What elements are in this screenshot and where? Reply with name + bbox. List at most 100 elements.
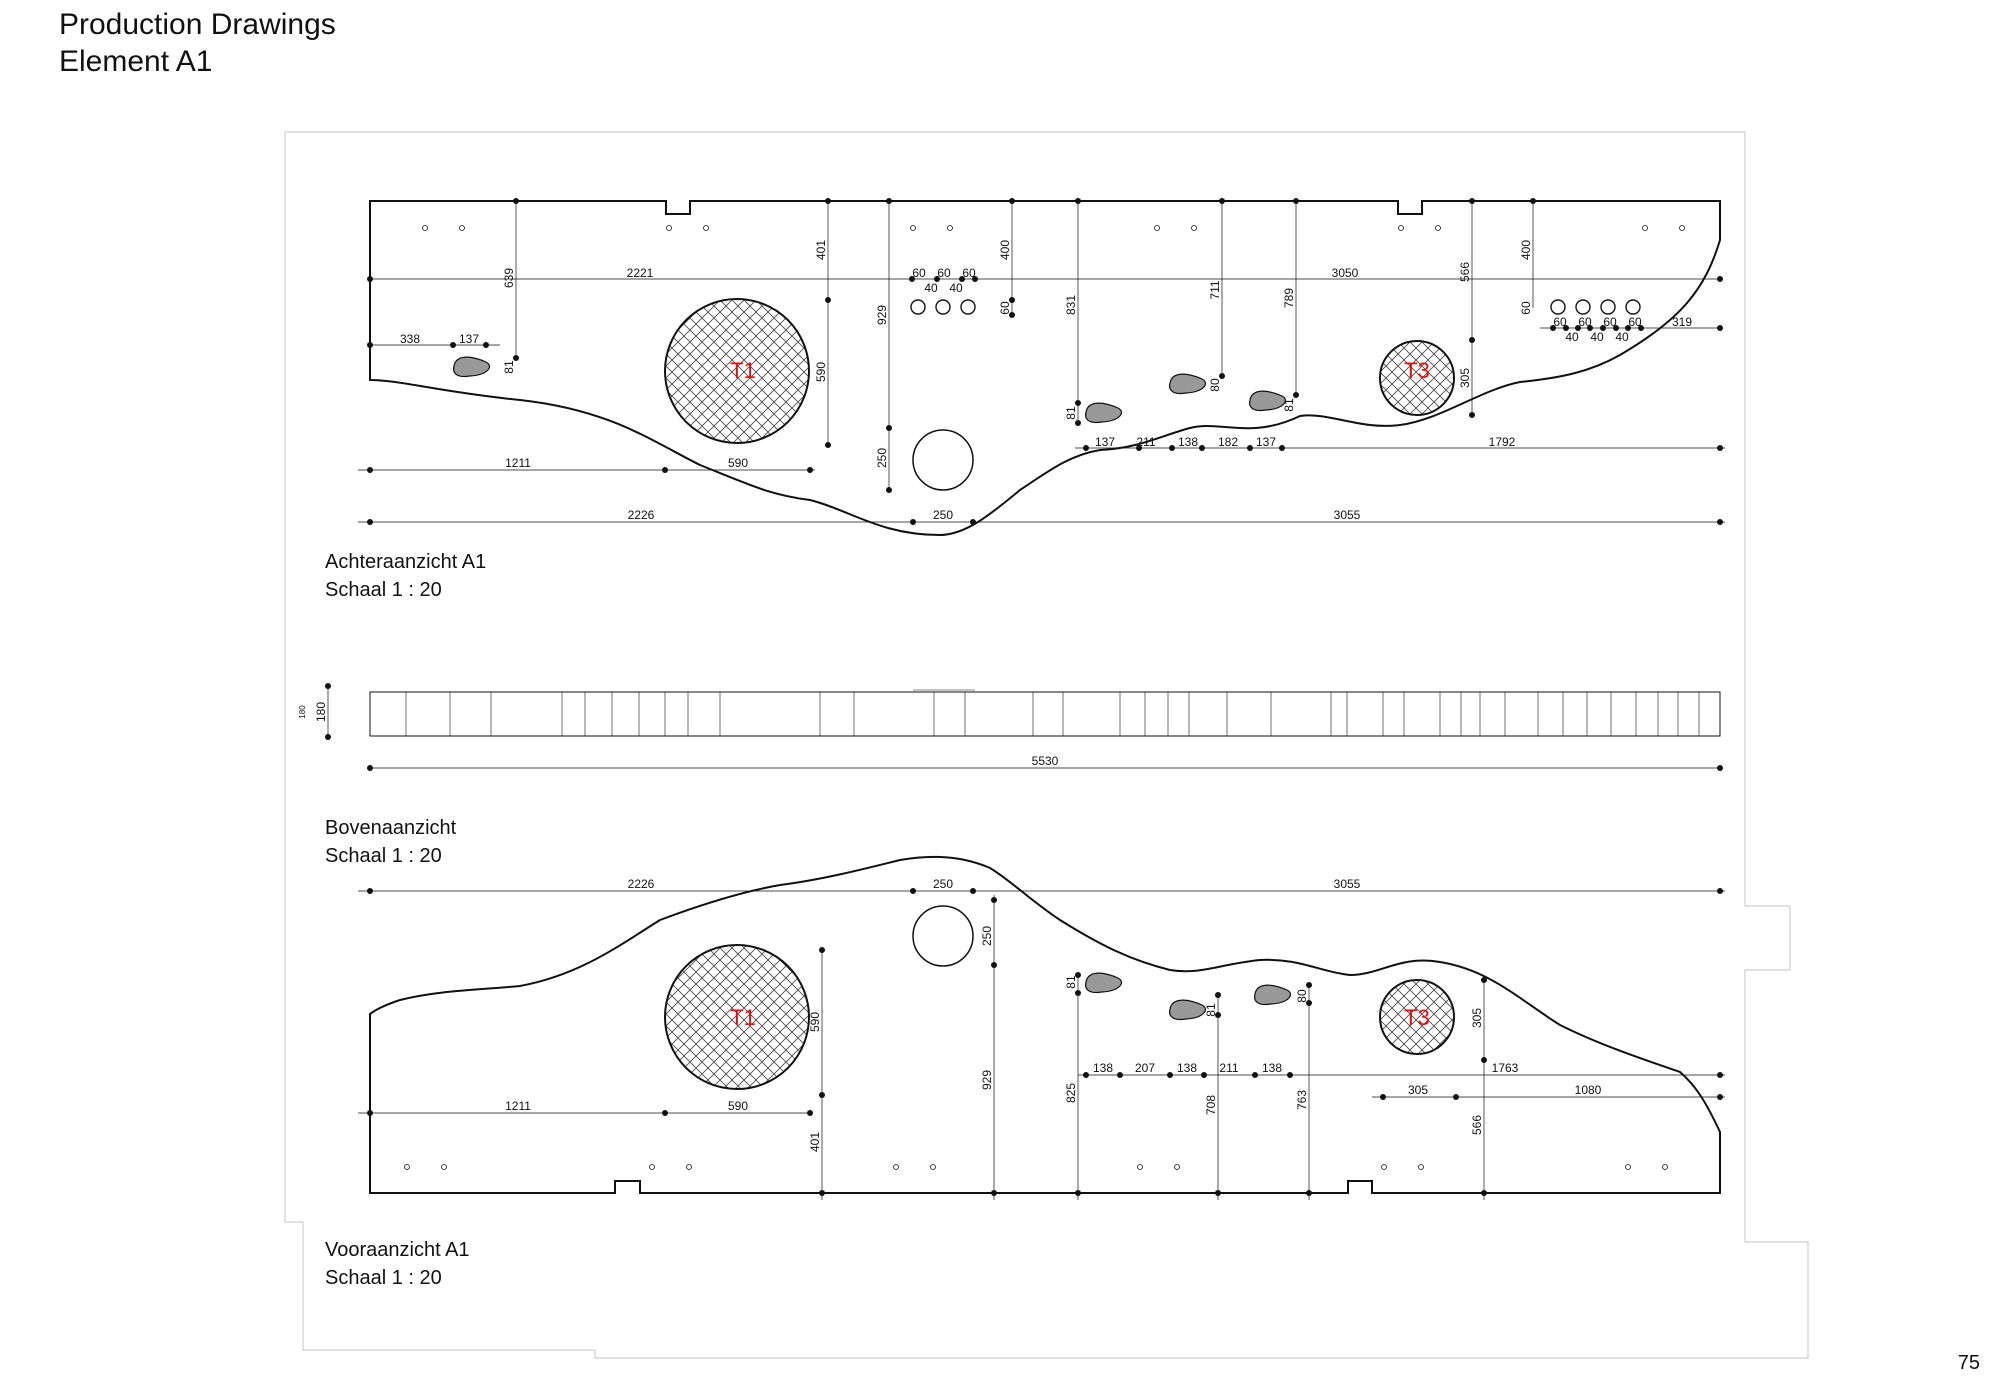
dim-label: 590 <box>814 362 828 382</box>
top-view-caption: Bovenaanzicht Schaal 1 : 20 <box>325 814 456 870</box>
front-outline <box>369 855 1721 1194</box>
top-view <box>325 683 1723 771</box>
dim-label: 401 <box>814 240 828 260</box>
dim-label: 207 <box>1135 1061 1155 1075</box>
opening-front <box>912 905 974 967</box>
dim-label: 1792 <box>1489 435 1516 449</box>
front-view-caption: Vooraanzicht A1 Schaal 1 : 20 <box>325 1236 470 1292</box>
front-view-name: Vooraanzicht A1 <box>325 1239 470 1261</box>
dim-label: 138 <box>1177 1061 1197 1075</box>
dim-label: 137 <box>459 332 479 346</box>
dim-label: 319 <box>1672 315 1692 329</box>
dim-label: 40 <box>924 281 938 295</box>
dim-label: 250 <box>933 508 953 522</box>
dim-label: 81 <box>1064 975 1078 989</box>
dim-label: 566 <box>1470 1115 1484 1135</box>
dim-label: 590 <box>728 456 748 470</box>
sheet-frame <box>284 131 1809 1359</box>
dim-label: 81 <box>502 360 516 374</box>
tank-t1-label: T1 <box>730 358 756 383</box>
dim-label: 81 <box>1204 1003 1218 1017</box>
dim-label: 2226 <box>628 877 655 891</box>
dim-label: 566 <box>1458 262 1472 282</box>
dim-label: 1080 <box>1575 1083 1602 1097</box>
dim-label: 40 <box>1565 330 1579 344</box>
top-segments <box>405 689 1700 736</box>
tank-t3-label: T3 <box>1404 1005 1430 1030</box>
dim-label: 1211 <box>505 456 531 470</box>
dim-label: 831 <box>1064 295 1078 315</box>
dim-label: 80 <box>1208 378 1222 392</box>
dim-label: 250 <box>875 448 889 468</box>
dim-label: 2226 <box>628 508 655 522</box>
dim-label: 138 <box>1178 435 1198 449</box>
back-view-caption: Achteraanzicht A1 Schaal 1 : 20 <box>325 548 486 604</box>
dim-label: 60 <box>1603 315 1617 329</box>
dim-label: 1763 <box>1492 1061 1519 1075</box>
tank-t3-back <box>1379 340 1455 416</box>
dim-label: 60 <box>912 266 926 280</box>
dim-label: 81 <box>1064 406 1078 420</box>
page-number: 75 <box>1957 1352 1980 1374</box>
title-line-1: Production Drawings <box>59 8 336 41</box>
dim-label: 60 <box>998 301 1012 315</box>
dim-label: 305 <box>1408 1083 1428 1097</box>
back-view-scale: Schaal 1 : 20 <box>325 579 442 601</box>
dim-label: 138 <box>1093 1061 1113 1075</box>
dim-label: 400 <box>1519 240 1533 260</box>
dim-label: 825 <box>1064 1083 1078 1103</box>
dim-label: 305 <box>1470 1008 1484 1028</box>
dim-label: 305 <box>1458 368 1472 388</box>
dim-label: 250 <box>980 926 994 946</box>
dim-label: 250 <box>933 877 953 891</box>
dim-label: 60 <box>1578 315 1592 329</box>
dim-label: 3050 <box>1332 266 1359 280</box>
front-dimension-labels: 2226 250 3055 250 590 401 929 81 825 138… <box>505 877 1602 1152</box>
dim-label: 40 <box>1590 330 1604 344</box>
dim-label: 1211 <box>505 1099 531 1113</box>
front-view <box>358 855 1725 1200</box>
title-line-2: Element A1 <box>59 45 213 78</box>
front-view-scale: Schaal 1 : 20 <box>325 1267 442 1289</box>
back-view <box>358 198 1725 537</box>
dim-label: 5530 <box>1032 754 1059 768</box>
page-title: Production Drawings Element A1 <box>59 6 336 80</box>
opening-back <box>912 429 974 491</box>
dim-label: 2221 <box>627 266 654 280</box>
tank-t1-back <box>664 298 810 444</box>
dim-label: 138 <box>1262 1061 1282 1075</box>
dim-label: 180 <box>298 705 307 719</box>
dim-label: 3055 <box>1334 877 1361 891</box>
tank-t3-front <box>1379 979 1455 1055</box>
dim-label: 590 <box>728 1099 748 1113</box>
top-outline <box>369 691 1721 737</box>
dim-label: 789 <box>1282 288 1296 308</box>
back-dimension-labels: 2221 3050 338 137 639 81 401 590 929 250… <box>400 240 1692 522</box>
dim-label: 338 <box>400 332 420 346</box>
dim-label: 40 <box>949 281 963 295</box>
dim-label: 711 <box>1208 280 1222 299</box>
dim-label: 137 <box>1095 435 1115 449</box>
tank-t1-label: T1 <box>730 1005 756 1030</box>
top-view-scale: Schaal 1 : 20 <box>325 845 442 867</box>
dim-label: 590 <box>808 1012 822 1032</box>
dim-label: 400 <box>998 240 1012 260</box>
dim-label: 929 <box>980 1070 994 1090</box>
tank-t3-label: T3 <box>1404 358 1430 383</box>
top-view-name: Bovenaanzicht <box>325 817 457 839</box>
dim-label: 60 <box>937 266 951 280</box>
dim-label: 180 <box>314 702 328 722</box>
top-dimension-labels: 180 180 5530 <box>298 702 1059 768</box>
dim-label: 182 <box>1218 435 1238 449</box>
dim-label: 211 <box>1219 1061 1238 1075</box>
dim-label: 763 <box>1295 1090 1309 1110</box>
dim-label: 137 <box>1256 435 1276 449</box>
dim-label: 60 <box>962 266 976 280</box>
dim-label: 60 <box>1519 301 1533 315</box>
dim-label: 211 <box>1136 435 1155 449</box>
dim-label: 60 <box>1628 315 1642 329</box>
dim-label: 80 <box>1295 989 1309 1003</box>
dim-label: 929 <box>875 305 889 325</box>
dim-label: 708 <box>1204 1095 1218 1115</box>
